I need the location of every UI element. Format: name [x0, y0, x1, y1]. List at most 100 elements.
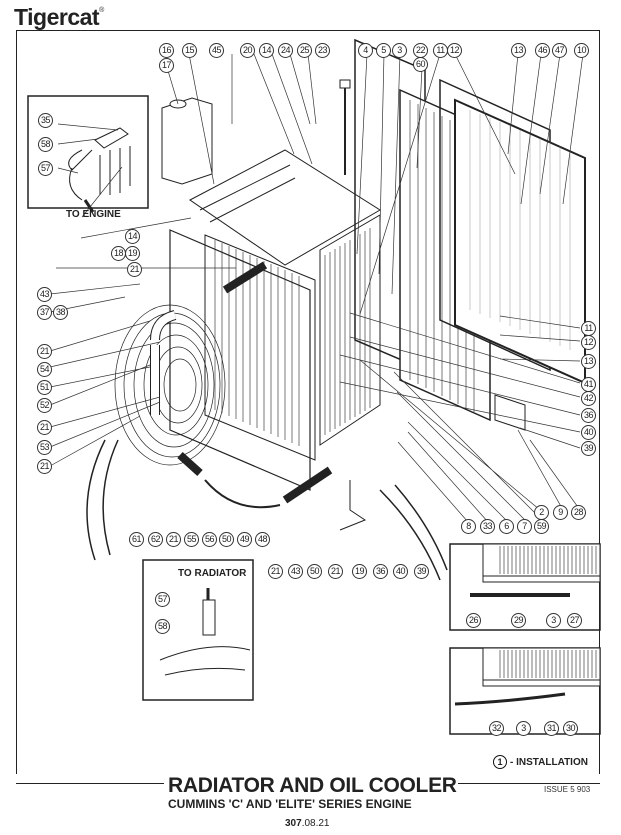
callout[interactable]: 26: [466, 613, 481, 628]
callout[interactable]: 62: [148, 532, 163, 547]
callout[interactable]: 21: [37, 459, 52, 474]
callout[interactable]: 5: [376, 43, 391, 58]
callout[interactable]: 3: [392, 43, 407, 58]
callout[interactable]: 3: [546, 613, 561, 628]
drain-hose-b: [454, 692, 566, 706]
callout[interactable]: 60: [413, 57, 428, 72]
callout[interactable]: 21: [268, 564, 283, 579]
arrow-to-engine-icon: [83, 199, 95, 213]
page-number: 307.08.21: [285, 818, 330, 829]
radiator-core: [204, 234, 316, 461]
registered-mark: ®: [99, 7, 104, 14]
callout[interactable]: 17: [159, 58, 174, 73]
to-engine-label: TO ENGINE: [66, 209, 121, 220]
callout[interactable]: 2: [534, 505, 549, 520]
callout[interactable]: 4: [358, 43, 373, 58]
callout[interactable]: 58: [155, 619, 170, 634]
callout[interactable]: 13: [511, 43, 526, 58]
callout[interactable]: 39: [414, 564, 429, 579]
callout[interactable]: 21: [166, 532, 181, 547]
callout[interactable]: 39: [581, 441, 596, 456]
lower-hose: [282, 466, 333, 504]
inset-to-radiator-box: [142, 559, 254, 701]
callout[interactable]: 59: [534, 519, 549, 534]
callout[interactable]: 14: [259, 43, 274, 58]
callout[interactable]: 54: [37, 362, 52, 377]
diagram-frame: [16, 30, 600, 774]
callout[interactable]: 28: [571, 505, 586, 520]
callout[interactable]: 37: [37, 305, 52, 320]
callout[interactable]: 3: [516, 721, 531, 736]
callout[interactable]: 33: [480, 519, 495, 534]
page-number-rest: .08.21: [301, 818, 330, 829]
callout[interactable]: 41: [581, 377, 596, 392]
callout[interactable]: 51: [37, 380, 52, 395]
callout[interactable]: 21: [328, 564, 343, 579]
callout[interactable]: 14: [125, 229, 140, 244]
callout[interactable]: 40: [581, 425, 596, 440]
callout[interactable]: 42: [581, 391, 596, 406]
to-radiator-label: TO RADIATOR: [178, 568, 247, 579]
callout[interactable]: 61: [129, 532, 144, 547]
callout[interactable]: 38: [53, 305, 68, 320]
callout[interactable]: 12: [581, 335, 596, 350]
inset-to-engine-box: [27, 95, 149, 209]
callout[interactable]: 11: [581, 321, 596, 336]
callout[interactable]: 19: [352, 564, 367, 579]
callout[interactable]: 58: [38, 137, 53, 152]
callout[interactable]: 31: [544, 721, 559, 736]
callout[interactable]: 52: [37, 398, 52, 413]
callout[interactable]: 19: [125, 246, 140, 261]
callout[interactable]: 6: [499, 519, 514, 534]
callout[interactable]: 11: [433, 43, 448, 58]
callout[interactable]: 7: [517, 519, 532, 534]
callout[interactable]: 46: [535, 43, 550, 58]
callout[interactable]: 21: [127, 262, 142, 277]
callout[interactable]: 22: [413, 43, 428, 58]
installation-label: - INSTALLATION: [510, 756, 588, 768]
callout[interactable]: 9: [553, 505, 568, 520]
callout[interactable]: 48: [255, 532, 270, 547]
callout[interactable]: 40: [393, 564, 408, 579]
callout[interactable]: 27: [567, 613, 582, 628]
callout[interactable]: 18: [111, 246, 126, 261]
callout[interactable]: 10: [574, 43, 589, 58]
callout[interactable]: 21: [37, 344, 52, 359]
callout[interactable]: 29: [511, 613, 526, 628]
callout[interactable]: 43: [37, 287, 52, 302]
callout[interactable]: 15: [182, 43, 197, 58]
callout[interactable]: 55: [184, 532, 199, 547]
callout[interactable]: 35: [38, 113, 53, 128]
callout[interactable]: 23: [315, 43, 330, 58]
issue-number: ISSUE 5 903: [544, 785, 591, 794]
callout[interactable]: 49: [237, 532, 252, 547]
callout[interactable]: 43: [288, 564, 303, 579]
brand-logo: Tigercat®: [14, 4, 104, 31]
callout[interactable]: 13: [581, 354, 596, 369]
coolant-tank: [161, 97, 213, 185]
callout[interactable]: 36: [373, 564, 388, 579]
callout[interactable]: 57: [38, 161, 53, 176]
callout[interactable]: 45: [209, 43, 224, 58]
callout[interactable]: 12: [447, 43, 462, 58]
callout[interactable]: 32: [489, 721, 504, 736]
callout[interactable]: 50: [307, 564, 322, 579]
callout[interactable]: 16: [159, 43, 174, 58]
callout[interactable]: 47: [552, 43, 567, 58]
callout[interactable]: 21: [37, 420, 52, 435]
page-title: RADIATOR AND OIL COOLER: [168, 774, 457, 797]
callout[interactable]: 57: [155, 592, 170, 607]
callout[interactable]: 20: [240, 43, 255, 58]
callout[interactable]: 8: [461, 519, 476, 534]
callout[interactable]: 24: [278, 43, 293, 58]
callout[interactable]: 30: [563, 721, 578, 736]
callout[interactable]: 36: [581, 408, 596, 423]
callout[interactable]: 25: [297, 43, 312, 58]
installation-legend: 1 - INSTALLATION: [493, 755, 588, 769]
frame-bottom-left: [16, 783, 164, 784]
callout[interactable]: 53: [37, 440, 52, 455]
callout[interactable]: 50: [219, 532, 234, 547]
page-number-bold: 307: [285, 818, 302, 829]
callout[interactable]: 56: [202, 532, 217, 547]
